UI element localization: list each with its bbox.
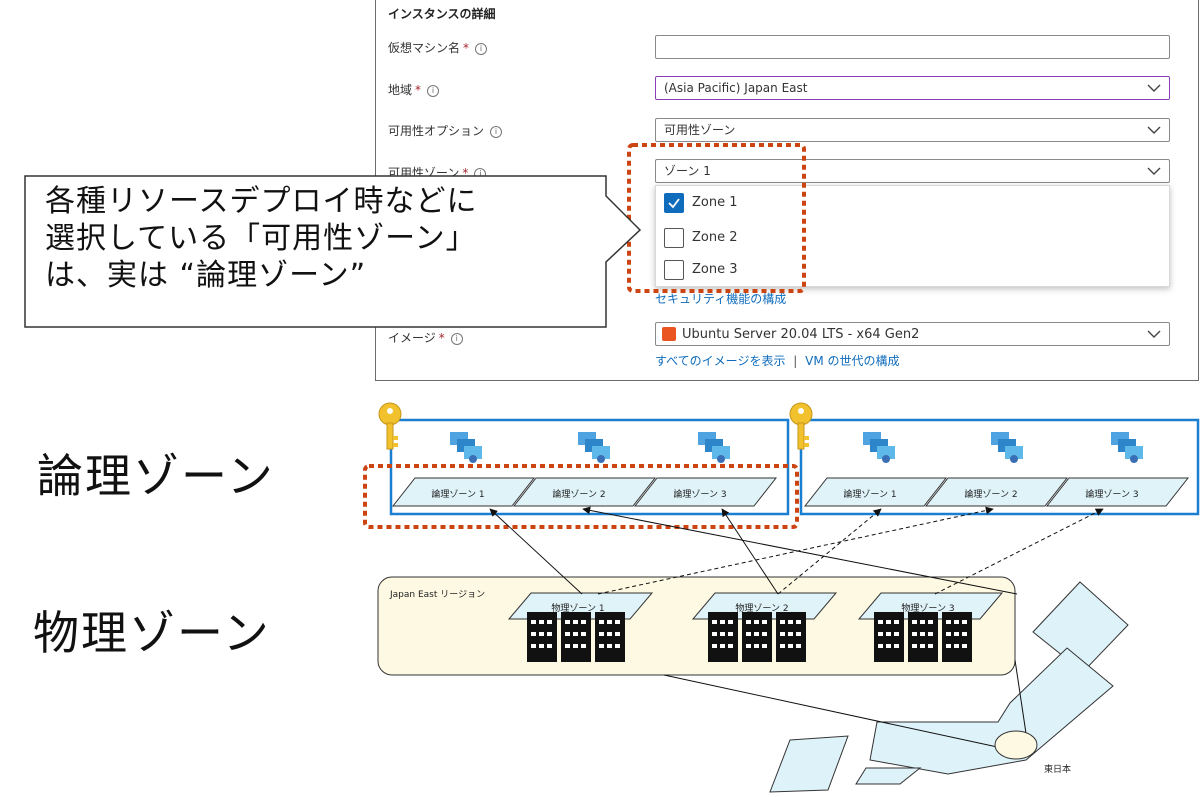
image-select[interactable]: Ubuntu Server 20.04 LTS - x64 Gen2 xyxy=(655,322,1170,346)
map-kyushu xyxy=(769,735,849,793)
map-connector xyxy=(1014,659,1028,741)
logical-zone-b2 xyxy=(924,477,1069,507)
logical-zone-b2-label: 論理ゾーン 2 xyxy=(964,490,1018,500)
logical-zone-title: 論理ゾーン xyxy=(37,449,275,503)
show-all-images-link[interactable]: すべてのイメージを表示 xyxy=(655,354,786,368)
info-icon[interactable]: i xyxy=(427,85,440,97)
mapping-arrow-dashed xyxy=(777,508,882,595)
vm-name-input[interactable] xyxy=(655,35,1170,59)
vm-cluster-icon xyxy=(578,432,610,463)
logical-zone-a3 xyxy=(633,477,778,507)
info-icon[interactable]: i xyxy=(490,126,503,138)
vm-cluster-icon xyxy=(698,432,730,463)
mapping-arrow-solid xyxy=(721,508,779,595)
logical-zone-b1 xyxy=(803,477,948,507)
logical-zone-a2 xyxy=(512,477,657,507)
callout-box xyxy=(24,175,642,328)
datacenter-icon xyxy=(708,612,806,662)
mapping-arrow-solid xyxy=(582,506,1018,595)
chevron-down-icon xyxy=(1147,330,1161,338)
map-honshu xyxy=(869,647,1114,775)
east-japan-label: 東日本 xyxy=(1044,765,1072,775)
map-connector xyxy=(663,674,1003,749)
key-icon xyxy=(378,402,402,450)
region-select[interactable]: (Asia Pacific) Japan East xyxy=(655,76,1170,100)
vm-cluster-icon xyxy=(991,432,1023,463)
physical-zone-3-label: 物理ゾーン 3 xyxy=(901,604,955,614)
east-japan-marker xyxy=(994,730,1038,760)
vm-cluster-icon xyxy=(450,432,482,463)
region-label: Japan East リージョン xyxy=(390,590,486,600)
dropdown-highlight xyxy=(627,143,806,293)
availability-option-select[interactable]: 可用性ゾーン xyxy=(655,118,1170,142)
logical-zone-b3-label: 論理ゾーン 3 xyxy=(1085,490,1139,500)
checkbox[interactable] xyxy=(664,260,684,280)
mapping-arrow-solid xyxy=(489,508,583,595)
physical-zone-1-label: 物理ゾーン 1 xyxy=(551,604,605,614)
logical-zone-a1 xyxy=(391,477,536,507)
info-icon[interactable]: i xyxy=(450,333,463,345)
datacenter-icon xyxy=(527,612,625,662)
mapping-arrow-dashed xyxy=(934,508,1104,595)
mapping-arrow-dashed xyxy=(597,506,994,595)
map-shikoku xyxy=(855,767,922,785)
callout-text: 各種リソースデプロイ時などに 選択している「可用性ゾーン」 は、実は “論理ゾー… xyxy=(45,184,478,293)
key-icon xyxy=(789,402,813,450)
logical-zone-a1-label: 論理ゾーン 1 xyxy=(431,490,485,500)
subscription-b-box xyxy=(799,418,1200,516)
chevron-down-icon xyxy=(1147,167,1161,175)
image-label: イメージ*i xyxy=(388,329,463,346)
check-icon xyxy=(668,198,680,209)
vm-name-label: 仮想マシン名*i xyxy=(388,39,488,56)
physical-zone-2-label: 物理ゾーン 2 xyxy=(735,604,789,614)
vm-cluster-icon xyxy=(1111,432,1143,463)
section-heading: インスタンスの詳細 xyxy=(388,7,496,21)
logical-zone-highlight xyxy=(363,464,799,529)
availability-zone-select[interactable]: ゾーン 1 xyxy=(655,159,1170,183)
vm-cluster-icon xyxy=(863,432,895,463)
ubuntu-icon xyxy=(662,327,676,341)
map-hokkaido xyxy=(1032,581,1129,673)
availability-zone-dropdown: Zone 1 Zone 2 Zone 3 xyxy=(655,185,1170,287)
datacenter-icon xyxy=(874,612,972,662)
physical-zone-title: 物理ゾーン xyxy=(33,606,271,660)
info-icon[interactable]: i xyxy=(475,43,488,55)
instance-details-panel: インスタンスの詳細 仮想マシン名*i 地域*i (Asia Pacific) J… xyxy=(375,0,1199,381)
logical-zone-a3-label: 論理ゾーン 3 xyxy=(673,490,727,500)
logical-zone-a2-label: 論理ゾーン 2 xyxy=(552,490,606,500)
logical-zone-b3 xyxy=(1045,477,1190,507)
chevron-down-icon xyxy=(1147,84,1161,92)
region-label: 地域*i xyxy=(388,81,440,98)
logical-zone-b1-label: 論理ゾーン 1 xyxy=(843,490,897,500)
checkbox[interactable] xyxy=(664,228,684,248)
security-config-link[interactable]: セキュリティ機能の構成 xyxy=(655,292,787,306)
checkbox-checked[interactable] xyxy=(664,193,684,213)
vm-generation-link[interactable]: VM の世代の構成 xyxy=(805,354,900,368)
chevron-down-icon xyxy=(1147,126,1161,134)
image-links: すべてのイメージを表示 | VM の世代の構成 xyxy=(655,354,900,368)
